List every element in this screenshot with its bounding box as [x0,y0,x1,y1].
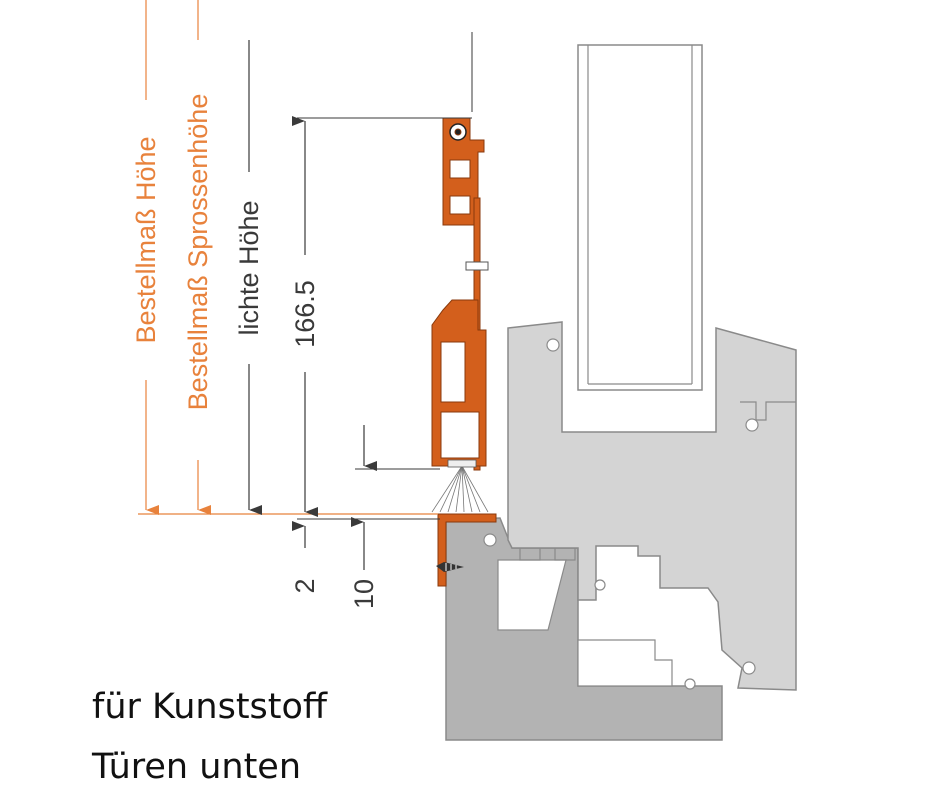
dimension-muntin-order-height: Bestellmaß Sprossenhöhe [183,0,213,515]
dimension-profile-height: 166.5 [290,116,320,517]
caption-line-1: für Kunststoff [92,687,328,727]
screw-icon [436,562,464,572]
clear-height-label: lichte Höhe [234,200,264,335]
door-sash-profile [507,321,797,691]
muntin-order-height-label: Bestellmaß Sprossenhöhe [183,94,213,411]
profile-height-label: 166.5 [290,280,320,348]
caption-line-2: Türen unten [92,747,302,787]
gap-brush-label: 10 [349,579,379,609]
dimension-order-height: Bestellmaß Höhe [131,0,161,515]
dimension-gap-small: 2 [290,521,320,594]
gap-small-label: 2 [290,578,320,593]
glass-pane [577,44,703,391]
seal-profile [431,117,497,587]
order-height-label: Bestellmaß Höhe [131,136,161,343]
door-frame-profile [445,517,723,741]
brush-seal [431,459,489,513]
dimension-clear-height: lichte Höhe [234,40,264,515]
dimension-gap-brush: 10 [349,425,379,609]
